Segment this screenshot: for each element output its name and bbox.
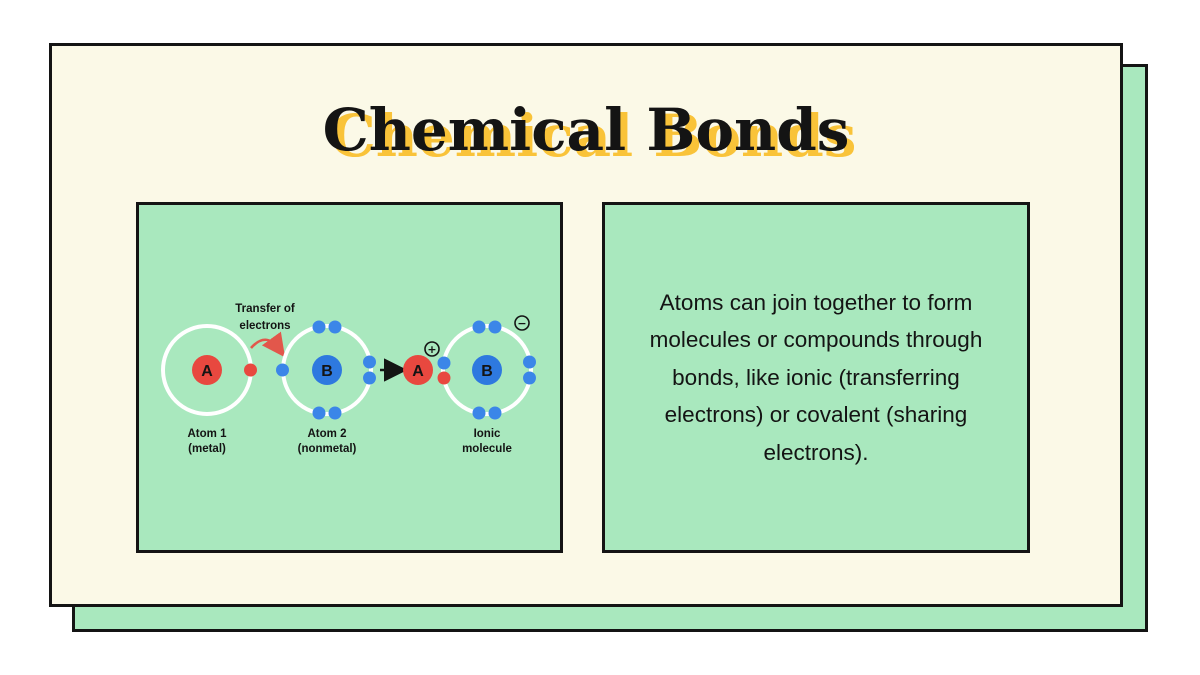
atom1-label-line1: Atom 1 — [188, 428, 228, 440]
atom1-symbol: A — [201, 363, 213, 380]
transfer-label-line1: Transfer of — [235, 303, 295, 315]
atom2-label-line2: (nonmetal) — [298, 443, 357, 455]
page-title: Chemical Bonds — [322, 96, 850, 164]
transfer-label-line2: electrons — [239, 320, 290, 332]
atom2-label-line1: Atom 2 — [308, 428, 347, 440]
minus-charge-icon: − — [514, 315, 530, 331]
atom1-label-line2: (metal) — [188, 443, 226, 455]
cation-symbol: A — [412, 363, 424, 380]
atom1-valence-electron — [244, 363, 257, 377]
atom1-nucleus — [192, 355, 222, 385]
anion-electrons — [437, 320, 536, 420]
description-text: Atoms can join together to form molecule… — [649, 289, 983, 465]
ionic-bond-diagram: A Transfer of electrons B — [161, 303, 536, 455]
transferred-electron — [437, 371, 451, 385]
cation-nucleus — [403, 355, 433, 385]
plus-charge-icon: + — [424, 341, 440, 357]
anion-symbol: B — [481, 363, 493, 380]
transfer-arrow — [250, 331, 286, 358]
ion-label-line1: Ionic — [474, 428, 501, 440]
atom2-symbol: B — [321, 363, 333, 380]
atom2-nucleus — [312, 355, 342, 385]
atom2-electrons — [276, 320, 376, 420]
slide-card: Chemical Bonds A Transfer of — [49, 43, 1123, 607]
svg-text:−: − — [517, 317, 526, 330]
anion-nucleus — [472, 355, 502, 385]
svg-text:+: + — [427, 343, 436, 356]
ion-label-line2: molecule — [462, 443, 512, 455]
text-panel: Atoms can join together to form molecule… — [602, 202, 1030, 553]
anion-shell-circle — [441, 324, 533, 416]
diagram-panel: A Transfer of electrons B — [136, 202, 563, 553]
